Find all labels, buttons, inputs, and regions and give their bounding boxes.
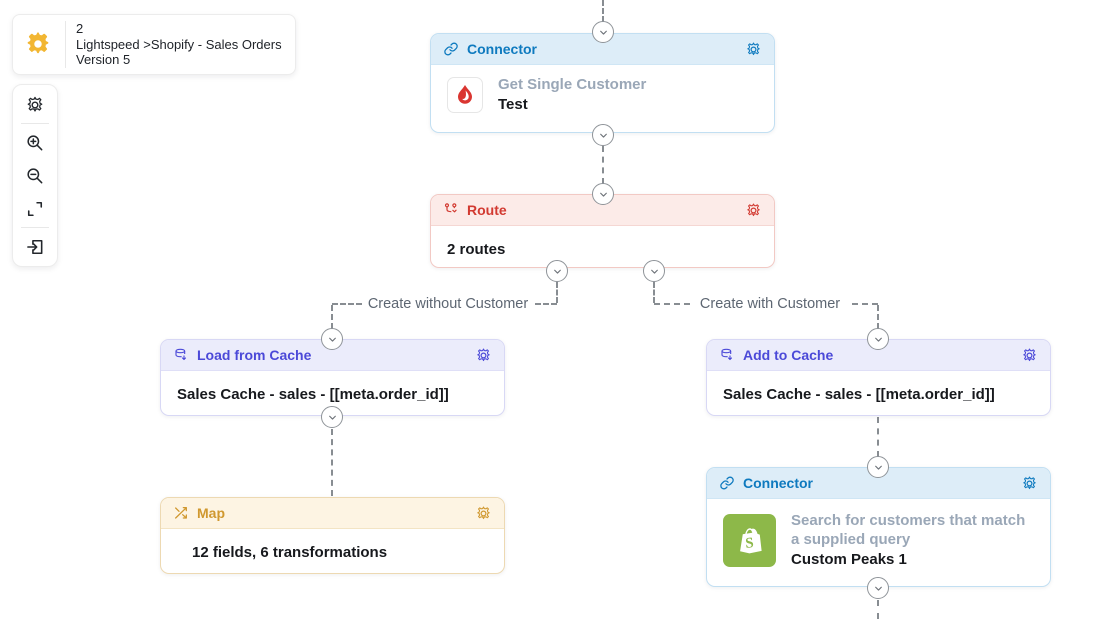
port-loadcache-out[interactable] — [321, 406, 343, 428]
node-header: Add to Cache — [707, 340, 1050, 371]
port-loadcache-in[interactable] — [321, 328, 343, 350]
connector-instance-name: Custom Peaks 1 — [791, 551, 907, 568]
edge-left-branch-h1 — [332, 303, 362, 305]
map-shuffle-icon — [175, 507, 187, 519]
zoom-out-button[interactable] — [13, 159, 57, 192]
edge-route-right-stub — [653, 282, 655, 303]
node-settings-gear-icon[interactable] — [745, 41, 762, 58]
flow-version: Version 5 — [76, 52, 131, 67]
lightspeed-logo — [447, 76, 483, 113]
flow-number: 2 — [76, 21, 84, 36]
port-connector-bottom-out[interactable] — [867, 577, 889, 599]
edge-right-branch-down — [877, 305, 879, 329]
node-settings-gear-icon[interactable] — [1021, 347, 1038, 364]
link-icon — [720, 476, 734, 490]
shopify-logo: S — [723, 514, 776, 567]
node-connector-top[interactable]: Connector Get Single Customer Test — [430, 33, 775, 133]
edge-connector-to-route — [602, 146, 604, 184]
edge-left-branch-h2 — [527, 303, 557, 305]
edge-route-left-stub — [556, 282, 558, 303]
exit-button[interactable] — [13, 230, 57, 263]
edge-left-branch-down — [331, 305, 333, 329]
node-type-label: Connector — [467, 41, 537, 57]
node-settings-gear-icon[interactable] — [475, 505, 492, 522]
node-settings-gear-icon[interactable] — [1021, 475, 1038, 492]
cache-summary: Sales Cache - sales - [[meta.order_id]] — [723, 386, 995, 403]
node-type-label: Route — [467, 202, 507, 218]
patchworks-logo-icon — [21, 30, 55, 58]
port-route-out-left[interactable] — [546, 260, 568, 282]
edge-right-branch-h2 — [842, 303, 878, 305]
node-map[interactable]: Map 12 fields, 6 transformations — [160, 497, 505, 574]
route-branch-icon — [444, 203, 457, 213]
edge-right-branch-h1 — [654, 303, 690, 305]
svg-text:S: S — [744, 535, 754, 552]
node-settings-gear-icon[interactable] — [745, 202, 762, 219]
node-type-label: Add to Cache — [743, 347, 834, 363]
fit-view-button[interactable] — [13, 192, 57, 225]
port-route-in[interactable] — [592, 183, 614, 205]
edge-top-incoming — [602, 0, 604, 22]
canvas-toolbar — [12, 84, 58, 267]
flow-title: Lightspeed >Shopify - Sales Orders — [76, 36, 282, 52]
node-load-from-cache[interactable]: Load from Cache Sales Cache - sales - [[… — [160, 339, 505, 416]
node-settings-gear-icon[interactable] — [475, 347, 492, 364]
port-connector-bottom-in[interactable] — [867, 456, 889, 478]
port-addcache-in[interactable] — [867, 328, 889, 350]
branch-label-right: Create with Customer — [692, 296, 848, 312]
node-route[interactable]: Route 2 routes — [430, 194, 775, 268]
branch-label-left: Create without Customer — [363, 296, 533, 312]
node-connector-bottom[interactable]: Connector S Search for customers that ma… — [706, 467, 1051, 587]
toolbar-divider — [21, 227, 49, 228]
connector-action: Search for customers that match a suppli… — [791, 512, 1026, 548]
edge-loadcache-to-map — [331, 429, 333, 496]
port-connector-top-in[interactable] — [592, 21, 614, 43]
node-type-label: Connector — [743, 475, 813, 491]
route-summary: 2 routes — [447, 241, 506, 258]
node-header: Map — [161, 498, 504, 529]
zoom-in-button[interactable] — [13, 126, 57, 159]
toolbar-divider — [21, 123, 49, 124]
edge-bottom-outgoing — [877, 600, 879, 619]
port-route-out-right[interactable] — [643, 260, 665, 282]
card-divider — [65, 21, 66, 68]
flow-info-card: 2 Lightspeed >Shopify - Sales Orders Ver… — [12, 14, 296, 75]
cache-summary: Sales Cache - sales - [[meta.order_id]] — [177, 386, 449, 403]
link-icon — [444, 42, 458, 56]
connector-action: Get Single Customer — [498, 76, 647, 93]
settings-button[interactable] — [13, 88, 57, 121]
port-connector-top-out[interactable] — [592, 124, 614, 146]
node-type-label: Map — [197, 505, 225, 521]
node-type-label: Load from Cache — [197, 347, 312, 363]
connector-instance-name: Test — [498, 96, 528, 113]
node-add-to-cache[interactable]: Add to Cache Sales Cache - sales - [[met… — [706, 339, 1051, 416]
cache-database-icon — [721, 348, 733, 361]
map-summary: 12 fields, 6 transformations — [192, 544, 388, 561]
edge-addcache-to-connector — [877, 417, 879, 457]
cache-database-icon — [175, 348, 187, 361]
